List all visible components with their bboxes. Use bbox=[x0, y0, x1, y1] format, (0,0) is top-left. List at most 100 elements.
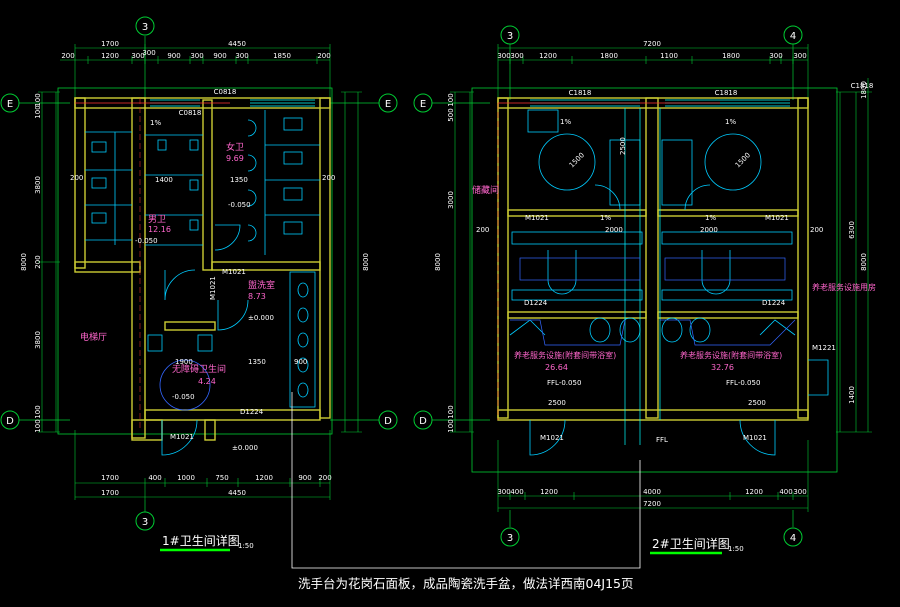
dim-p2-top2-1: 300 bbox=[497, 52, 510, 60]
dim-p1-left-1: 100 bbox=[34, 93, 42, 106]
p1-misc-3: 1400 bbox=[155, 176, 173, 184]
p1-misc-10: 900 bbox=[294, 358, 307, 366]
dim-p1-left-4: 8000 bbox=[20, 253, 28, 271]
grid-label-d-left-p2: D bbox=[419, 416, 427, 427]
grid-d-right: D bbox=[330, 410, 398, 430]
dim-p1-left-7: 100 bbox=[34, 405, 42, 418]
dim-p2-bot-4: 4000 bbox=[643, 488, 661, 496]
p1-level-3: ±0.000 bbox=[248, 314, 274, 322]
dim-p2-bot-5: 1200 bbox=[745, 488, 763, 496]
grid-label-3-top: 3 bbox=[142, 22, 148, 33]
grid-d-left-p2: D bbox=[413, 410, 490, 430]
p2-misc-8: 2000 bbox=[605, 226, 623, 234]
plan1-room-labels: 女卫 9.69 男卫 12.16 盥洗室 8.73 无障碍卫生间 4.24 电梯… bbox=[80, 141, 275, 386]
room-elevator: 电梯厅 bbox=[80, 331, 107, 343]
p1-misc-8: 1900 bbox=[175, 358, 193, 366]
plan1-window-label: C0818 bbox=[214, 88, 237, 96]
p2-misc-15: 2500 bbox=[748, 399, 766, 407]
grid-label-4-top-p2: 4 bbox=[790, 31, 796, 42]
dim-p2-top2-6: 1800 bbox=[722, 52, 740, 60]
grid-label-3-bottom: 3 bbox=[142, 517, 148, 528]
p1-level-1: -0.050 bbox=[228, 201, 251, 209]
plan1-top-dim-text: 1700 300 4450 200 1200 300 900 300 900 3… bbox=[61, 40, 330, 60]
dim-p2-left-1: 100 bbox=[447, 93, 455, 106]
plan-1: 3 3 E D E D bbox=[0, 16, 398, 552]
p2-door-6: D1224 bbox=[762, 299, 786, 307]
dim-p1-top2-2: 1200 bbox=[101, 52, 119, 60]
p2-level-1: FFL-0.050 bbox=[547, 379, 581, 387]
p2-misc-20: 200 bbox=[476, 226, 489, 234]
plan1-doors bbox=[147, 224, 249, 456]
plan2-side-dim-text: 100 500 3000 8000 100 100 6300 8000 1400… bbox=[434, 81, 868, 433]
dim-p2-left-6: 100 bbox=[447, 419, 455, 432]
dim-p2-top2-8: 300 bbox=[793, 52, 806, 60]
dim-p1-top-1: 1700 bbox=[101, 40, 119, 48]
dim-p2-top2-2: 300 bbox=[510, 52, 523, 60]
dim-p2-right-1: 6300 bbox=[848, 221, 856, 239]
sink-note: 洗手台为花岗石面板，成品陶瓷洗手盆，做法详西南04J15页 bbox=[298, 576, 634, 591]
p2-misc-21: 200 bbox=[810, 226, 823, 234]
dim-p1-bot-6: 900 bbox=[298, 474, 311, 482]
p1-level-4: ±0.000 bbox=[232, 444, 258, 452]
dim-p1-left-6: 3800 bbox=[34, 331, 42, 349]
dim-p1-left-2: 100 bbox=[34, 105, 42, 118]
dim-p1-bot2-2: 4450 bbox=[228, 489, 246, 497]
p2-door-4: M1021 bbox=[743, 434, 767, 442]
dim-p1-left-5: 200 bbox=[34, 255, 42, 268]
room-female-area: 9.69 bbox=[226, 154, 244, 163]
p2-door-3: M1021 bbox=[540, 434, 564, 442]
p2-level-2: FFL-0.050 bbox=[726, 379, 760, 387]
dim-p1-top2-4: 900 bbox=[167, 52, 180, 60]
p2-window-2: C1818 bbox=[715, 89, 738, 97]
plan2-title: 2#卫生间详图 bbox=[652, 536, 730, 551]
plan1-stalls-left bbox=[85, 131, 132, 245]
grid-label-d-left: D bbox=[6, 416, 14, 427]
plan2-bottom-dimensions bbox=[497, 440, 809, 512]
room-washroom: 盥洗室 bbox=[248, 279, 275, 291]
note-leaders bbox=[291, 392, 641, 569]
plan1-windows bbox=[150, 99, 315, 107]
plan1-walls bbox=[74, 97, 331, 441]
dim-p1-top2-6: 900 bbox=[213, 52, 226, 60]
plan1-bottom-dim-text: 1700 400 1000 750 1200 900 200 1700 4450 bbox=[101, 474, 332, 497]
plan2-top-dim-text: 7200 300 300 1200 1800 1100 1800 300 300 bbox=[497, 40, 806, 60]
dim-p1-bot-2: 400 bbox=[148, 474, 161, 482]
dim-p2-top2-5: 1100 bbox=[660, 52, 678, 60]
plan1-window-label-small: C0818 bbox=[179, 109, 202, 117]
room-elder-right-area: 32.76 bbox=[711, 363, 734, 372]
p2-door-2: M1021 bbox=[765, 214, 789, 222]
grid-d-left: D bbox=[0, 410, 70, 430]
plan2-fixtures bbox=[509, 109, 829, 456]
dim-p2-bot2-1: 7200 bbox=[643, 500, 661, 508]
p2-window-3: C1818 bbox=[851, 82, 874, 90]
p1-door-4: D1224 bbox=[240, 408, 264, 416]
p2-level-3: FFL bbox=[656, 436, 668, 444]
grid-4-bottom-p2: 4 bbox=[783, 510, 803, 547]
plan1-side-dim-text: 100 100 3800 8000 200 3800 100 100 8000 bbox=[20, 93, 370, 432]
grid-label-e-left: E bbox=[7, 99, 13, 110]
dim-p1-bot-3: 1000 bbox=[177, 474, 195, 482]
dim-p2-left-4: 8000 bbox=[434, 253, 442, 271]
grid-e-left: E bbox=[0, 93, 70, 113]
grid-label-e-right: E bbox=[385, 99, 391, 110]
dim-p2-bot-6: 400 bbox=[779, 488, 792, 496]
dim-p1-top2-7: 300 bbox=[235, 52, 248, 60]
dim-p2-top2-7: 300 bbox=[769, 52, 782, 60]
dim-p2-right-2: 8000 bbox=[860, 253, 868, 271]
dim-p1-top-2: 300 bbox=[142, 49, 155, 57]
grid-3-top-p2: 3 bbox=[500, 25, 520, 100]
dim-p1-top2-9: 200 bbox=[317, 52, 330, 60]
p1-misc-9: 1350 bbox=[248, 358, 266, 366]
plan1-scale: 1:50 bbox=[238, 542, 254, 550]
p2-misc-5: 1% bbox=[725, 118, 736, 126]
p2-misc-2: 2500 bbox=[619, 137, 627, 155]
p2-misc-4: 1% bbox=[560, 118, 571, 126]
plan2-scale: 1:50 bbox=[728, 545, 744, 553]
p2-door-1: M1021 bbox=[525, 214, 549, 222]
grid-label-3-bottom-p2: 3 bbox=[507, 533, 513, 544]
plan2-top-dimensions bbox=[497, 44, 809, 98]
p2-door-7: M1221 bbox=[812, 344, 836, 352]
dim-p1-left-8: 100 bbox=[34, 419, 42, 432]
